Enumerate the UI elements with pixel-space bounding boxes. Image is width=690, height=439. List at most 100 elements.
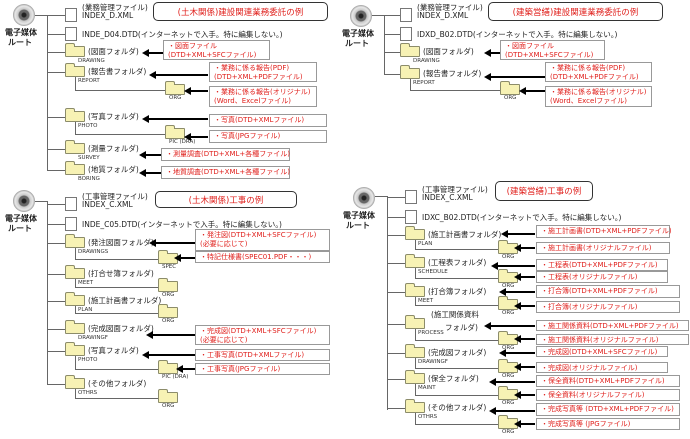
folder-icon [405, 344, 425, 358]
note-text: (Word、Excelファイル) [214, 97, 291, 105]
note-box: ・業務に係る報告(PDF)(DTD+XML+PDFファイル) [545, 62, 652, 82]
arrow-icon [176, 365, 195, 373]
folder-code: OTHRS [78, 390, 98, 396]
note-box: ・工程表(オリジナルファイル) [536, 271, 668, 283]
arrow-icon [491, 262, 535, 270]
subfolder-code: ORG [502, 429, 515, 435]
arrow-icon [514, 420, 535, 428]
arrow-icon [184, 87, 208, 95]
folder-label: (報告書フォルダ) [423, 69, 482, 78]
root-label: ルート [345, 39, 369, 48]
connector-line [47, 15, 65, 16]
folder-label: (写真フォルダ) [88, 112, 139, 121]
note-text: ・業務に係る報告(オリジナル) [214, 88, 311, 96]
folder-icon [400, 65, 420, 79]
connector-line [387, 235, 405, 236]
arrow-icon [149, 239, 195, 247]
note-text: ・保全資料(オリジナルファイル) [541, 391, 645, 399]
connector-line [75, 369, 158, 370]
note-text: ・測量調査(DTD+XML+各種ファイル) [166, 150, 290, 158]
folder-code: DRAWINGS [78, 249, 109, 255]
cd-disc-icon [13, 4, 35, 26]
connector-line [47, 274, 65, 275]
folder-label: (図面フォルダ) [423, 47, 474, 56]
folder-icon [158, 304, 178, 318]
folder-icon [65, 265, 85, 279]
note-text: ・完成図(オリジナルファイル) [541, 364, 638, 372]
note-text: ・完成写真等 (DTD+XML+PDFファイル) [541, 405, 674, 413]
note-box: ・発注図(DTD+XML+SFCファイル)(必要に応じて) [195, 229, 330, 251]
file-caption: (工事管理ファイル) [82, 192, 148, 201]
file-icon [400, 27, 412, 41]
folder-label: (地質フォルダ) [88, 165, 139, 174]
note-box: ・保全資料(オリジナルファイル) [536, 389, 680, 401]
note-text: (DTD+XML+PDFファイル) [550, 73, 639, 81]
arrow-icon [499, 288, 535, 296]
folder-label: (写真フォルダ) [88, 346, 139, 355]
note-text: (DTD+XML+PDFファイル) [214, 73, 303, 81]
cd-disc-icon [353, 187, 375, 209]
note-text: (必要に応じて) [200, 240, 248, 248]
connector-line [47, 224, 65, 225]
folder-label: (施工計画書フォルダ) [428, 230, 502, 239]
folder-icon [165, 125, 185, 139]
connector-line [375, 196, 387, 197]
folder-label: (打合せ簿フォルダ) [88, 269, 154, 278]
arrow-icon [514, 335, 535, 343]
folder-icon [65, 292, 85, 306]
connector-line [384, 52, 400, 53]
root-label: 電子媒体 [342, 29, 374, 38]
connector-line [75, 306, 76, 313]
note-box: ・業務に係る報告(PDF)(DTD+XML+PDFファイル) [209, 62, 317, 82]
connector-line [47, 149, 65, 150]
note-text: ・施工関係資料(オリジナルファイル) [541, 336, 659, 344]
note-text: ・打合簿(DTD+XML+PDFファイル) [541, 287, 658, 295]
folder-icon [65, 108, 85, 122]
folder-code: REPORT [413, 80, 435, 86]
folder-code: OTHRS [418, 414, 438, 420]
arrow-icon [514, 244, 535, 252]
note-box: ・施工関係資料(オリジナルファイル) [536, 334, 689, 345]
folder-icon [65, 342, 85, 356]
folder-label: (発注図面フォルダ) [88, 238, 154, 247]
connector-line [75, 90, 165, 91]
note-text: ・施工関係資料(DTD+XML+PDFファイル) [541, 322, 679, 330]
note-text: ・保全資料(DTD+XML+PDFファイル) [541, 377, 665, 385]
connector-line [47, 329, 65, 330]
connector-line [384, 15, 385, 75]
note-box: ・施工計画書(DTD+XML+PDFファイル) [536, 225, 672, 238]
connector-line [387, 263, 405, 264]
folder-icon [500, 81, 520, 95]
connector-line [75, 356, 76, 369]
root-label: 電子媒体 [5, 28, 37, 37]
note-text: (DTD+XML+SFCファイル) [505, 51, 594, 59]
subfolder-code: ORG [502, 400, 515, 406]
file-name: INDE_D04.DTD(インターネットで入手。特に編集しない。) [82, 30, 283, 39]
file-caption: (業務管理ファイル) [82, 3, 148, 12]
file-icon [65, 8, 77, 22]
connector-line [47, 351, 65, 352]
connector-line [415, 297, 416, 305]
connector-line [387, 353, 405, 354]
arrow-icon [142, 49, 163, 57]
subfolder-code: ORG [502, 310, 515, 316]
arrow-icon [139, 169, 161, 177]
folder-label: (工程表フォルダ) [428, 258, 487, 267]
connector-line [47, 384, 65, 385]
note-text: ・完成図(DTD+XML+SFCファイル) [541, 348, 658, 356]
file-name: INDE_C05.DTD(インターネットで入手。特に編集しない。) [82, 220, 282, 229]
arrow-icon [501, 230, 535, 238]
note-box: ・工程表(DTD+XML+PDFファイル) [536, 259, 668, 271]
folder-icon [65, 140, 85, 154]
connector-line [47, 204, 65, 205]
root-label: 電子媒体 [5, 214, 37, 223]
note-box: ・打合簿(DTD+XML+PDFファイル) [536, 285, 680, 298]
note-box: ・完成図(DTD+XML+SFCファイル)(必要に応じて) [195, 325, 330, 345]
note-box: ・写真(JPGファイル) [209, 130, 327, 143]
subfolder-code: ORG [502, 345, 515, 351]
connector-line [75, 279, 76, 287]
file-icon [65, 217, 77, 231]
connector-line [415, 395, 498, 396]
note-text: ・地質調査(DTD+XML+各種ファイル) [166, 168, 290, 176]
folder-icon [65, 63, 85, 77]
